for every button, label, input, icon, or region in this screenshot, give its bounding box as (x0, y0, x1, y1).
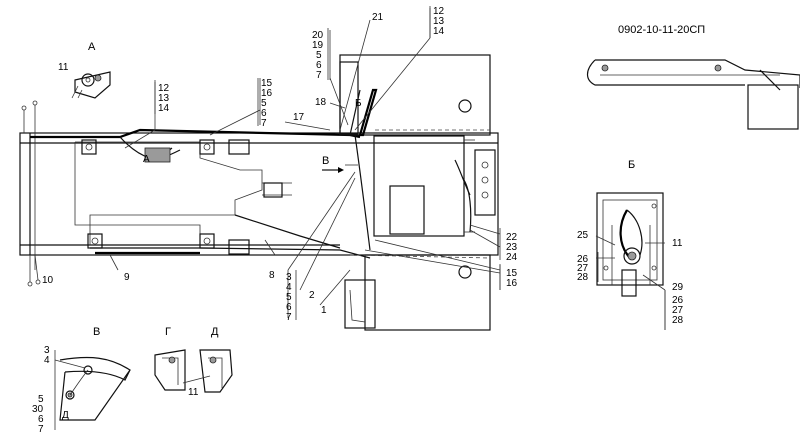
stack-right-1-0: 22 (506, 232, 518, 243)
stack-v-bottom-0: 5 (38, 394, 44, 405)
stack-right-2-1: 16 (506, 278, 518, 289)
arrow-v-label: В (322, 155, 329, 167)
stack-b-left-1: 27 (577, 263, 589, 274)
stack-b-left-2: 28 (577, 272, 589, 283)
detail-g (154, 349, 186, 391)
labels: 0902-10-11-20СП А Б В Г Д В Б А Д 11 21 … (32, 6, 705, 434)
callout-11-b: 11 (672, 238, 683, 249)
stack-bottom-4: 7 (286, 312, 292, 323)
detail-top-right (586, 59, 800, 130)
stack-mid-right-1: 16 (261, 88, 273, 99)
view-g-label: Г (165, 326, 171, 338)
stack-mid-right-2: 5 (261, 98, 267, 109)
stack-top-1-1: 19 (312, 40, 324, 51)
stack-top-1-2: 5 (316, 50, 322, 61)
detail-b (595, 192, 666, 330)
stack-top-2-0: 12 (433, 6, 445, 17)
stack-mid-right-3: 6 (261, 108, 267, 119)
view-arrow-v (322, 167, 344, 173)
stack-b-right-1: 27 (672, 305, 684, 316)
callout-11: 11 (58, 62, 69, 73)
stack-b-left-0: 26 (577, 254, 589, 265)
detail-a (71, 71, 111, 99)
chassis-frame (19, 100, 499, 287)
stack-b-right-2: 28 (672, 315, 684, 326)
detail-a-small-label: А (143, 154, 150, 165)
detail-d (182, 349, 233, 393)
stack-mid-left-0: 12 (158, 83, 170, 94)
stack-right-1-1: 23 (506, 242, 518, 253)
stack-bottom-0: 3 (286, 272, 292, 283)
cab-box (339, 54, 491, 137)
stack-v-bottom-3: 7 (38, 424, 44, 434)
stack-top-2-1: 13 (433, 16, 445, 27)
callout-11-g: 11 (188, 387, 199, 398)
callout-8: 8 (269, 270, 275, 281)
stack-b-right-0: 26 (672, 295, 684, 306)
view-d-label: Д (211, 326, 219, 338)
callout-17: 17 (293, 112, 305, 123)
callout-1: 1 (321, 305, 327, 316)
stack-mid-right-0: 15 (261, 78, 273, 89)
callout-29: 29 (672, 282, 684, 293)
stack-v-top-0: 3 (44, 345, 50, 356)
stack-v-top-1: 4 (44, 355, 50, 366)
stack-right-1-2: 24 (506, 252, 518, 263)
callout-10: 10 (42, 275, 54, 286)
callout-21: 21 (372, 12, 384, 23)
callout-25: 25 (577, 230, 589, 241)
stack-v-bottom-2: 6 (38, 414, 44, 425)
view-b-label: Б (628, 159, 635, 171)
main-harness (30, 89, 371, 259)
stack-bottom-1: 4 (286, 282, 292, 293)
detail-d-small-label: Д (62, 410, 69, 421)
stack-top-1-4: 7 (316, 70, 322, 81)
view-a-label: А (88, 41, 96, 53)
stack-mid-left-2: 14 (158, 103, 170, 114)
lower-unit (344, 129, 491, 331)
stack-mid-right-4: 7 (261, 118, 267, 129)
callout-9: 9 (124, 272, 130, 283)
stack-mid-left-1: 13 (158, 93, 170, 104)
stack-bottom-3: 6 (286, 302, 292, 313)
stack-right-2-0: 15 (506, 268, 518, 279)
stack-bottom-2: 5 (286, 292, 292, 303)
battery-box (373, 135, 496, 237)
stack-v-bottom-1: 30 (32, 404, 44, 415)
detail-v (54, 350, 131, 430)
detail-b-small-label: Б (355, 98, 362, 109)
view-v-label: В (93, 326, 100, 338)
stack-top-1-3: 6 (316, 60, 322, 71)
doc-code: 0902-10-11-20СП (618, 24, 705, 36)
callout-18: 18 (315, 97, 327, 108)
stack-bars (154, 6, 666, 330)
stack-top-2-2: 14 (433, 26, 445, 37)
leaders (109, 8, 501, 318)
stack-top-1-0: 20 (312, 30, 324, 41)
callout-2: 2 (309, 290, 315, 301)
